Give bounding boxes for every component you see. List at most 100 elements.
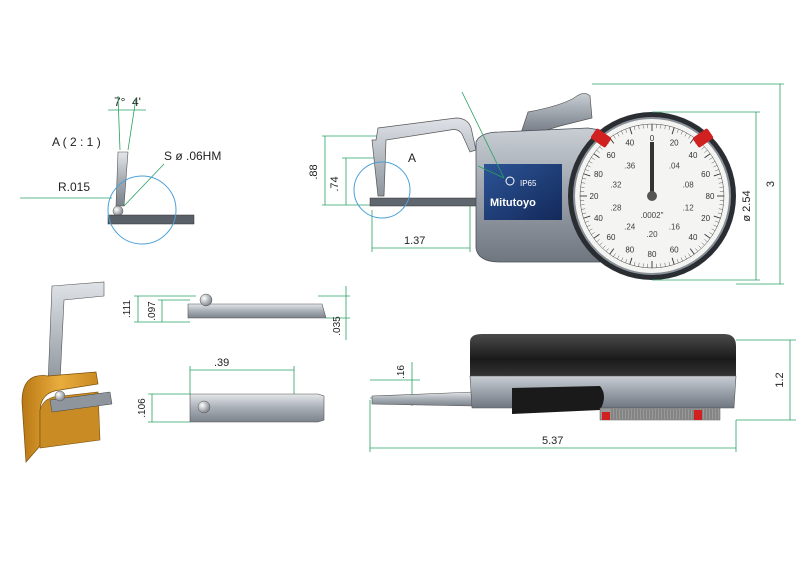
tip-side-ball [199,293,213,307]
dial-tick [709,157,713,160]
tip-side-body [187,303,327,319]
dial-outer-number: 60 [607,151,616,160]
dial-outer-number: 80 [594,170,603,179]
dial-tick [704,149,708,153]
dial-inner-number: .12 [683,204,695,213]
dial-outer-number: 60 [607,233,616,242]
dial-tick [698,245,702,249]
dial-tick [588,228,593,231]
iso-contact-ball [54,390,66,402]
dial-tick [613,253,616,257]
dial-tick [718,208,723,210]
dial-tick [713,215,721,219]
dial-tick [642,263,644,268]
dial-inner-number: .32 [610,180,622,189]
dial-tick [586,224,591,227]
tip-top-ball [197,400,211,414]
dial-tick [717,177,722,180]
dial-tick [676,259,679,264]
dial-tick [713,224,718,227]
side-dial-cover [470,334,736,376]
dial-tick [719,204,724,206]
dial-tick [584,169,589,172]
side-lever [512,386,604,414]
dial-outer-number: 80 [648,250,657,259]
dial-tick [713,165,718,168]
iso-lower-jaw [49,391,113,413]
dial-tick [718,182,723,184]
brand-plate [484,164,562,220]
dial-tick [704,239,708,243]
dial-tick [715,220,720,223]
dial-tick [695,248,699,252]
dial-tick [596,149,600,153]
dim-diameter-label: ø 2.54 [741,190,753,221]
dial-tick [638,262,640,267]
dial-tick [593,153,600,159]
dial-tick [709,232,713,235]
dial-tick [583,215,591,219]
dial-tick [583,173,591,177]
ip-badge-icon [505,176,515,186]
dial-tick [704,233,711,239]
dial-tick [580,204,585,206]
dim-537-label: 5.37 [542,435,563,447]
dim-height-label: 3 [765,181,777,187]
knurl-pattern [611,409,718,419]
dial-outer-number: 40 [594,214,603,223]
dim-106-label: .106 [137,398,148,418]
detail-view-label: A ( 2 : 1 ) [52,135,101,149]
dial-outer-number: 80 [706,192,715,201]
dial-tick [580,186,585,188]
workpiece-isometric [21,281,113,463]
dial-tick [689,248,695,255]
dial-tick [591,232,595,235]
dial-tick [599,146,603,150]
side-marker-right [694,410,702,420]
dial-tick [660,263,662,268]
angle-ref-line [117,95,121,151]
dial-pivot [647,191,657,201]
dial-tick [633,126,636,131]
dim-111-label: .111 [122,300,133,318]
dial-tick [581,208,586,210]
dial-outer-number: 60 [670,246,679,255]
dial-tick [609,248,615,255]
dial-tick [621,257,624,262]
angle-minute-label: 4' [132,95,141,109]
detail-jaw-tip [115,151,129,207]
dial-tick [638,125,640,130]
dial-tick [617,132,620,137]
tolerance-marker-left [590,128,612,148]
dial-tick [668,126,671,131]
dial-inner-number: .16 [669,223,681,232]
dial-tick [629,127,633,135]
dim-137-label: 1.37 [404,235,425,247]
dial-tick [717,212,722,215]
lower-jaw-bar [369,197,481,207]
dial-tick [704,153,711,159]
dial-tick [671,257,675,265]
dial-needle [650,142,654,200]
dial-outer-number: 40 [689,233,698,242]
dial-outer-number: 20 [670,138,679,147]
dial-tick [711,228,716,231]
tip-side-view: .111 .097 .035 [122,286,350,340]
dial-outer-number: 0 [650,134,655,143]
dial-tick [713,173,721,177]
upper-jaw-arm [371,117,477,197]
dial-inner-number: .36 [624,161,636,170]
ip-rating-label: IP65 [520,179,537,188]
dial-tick [711,161,716,164]
dial-tick [586,165,591,168]
detail-circle [107,175,177,245]
dial-tick [684,132,687,137]
dial-tick [582,212,587,215]
iso-upper-jaw [47,281,105,385]
dial-tick [629,257,633,265]
dial-tick [591,157,595,160]
